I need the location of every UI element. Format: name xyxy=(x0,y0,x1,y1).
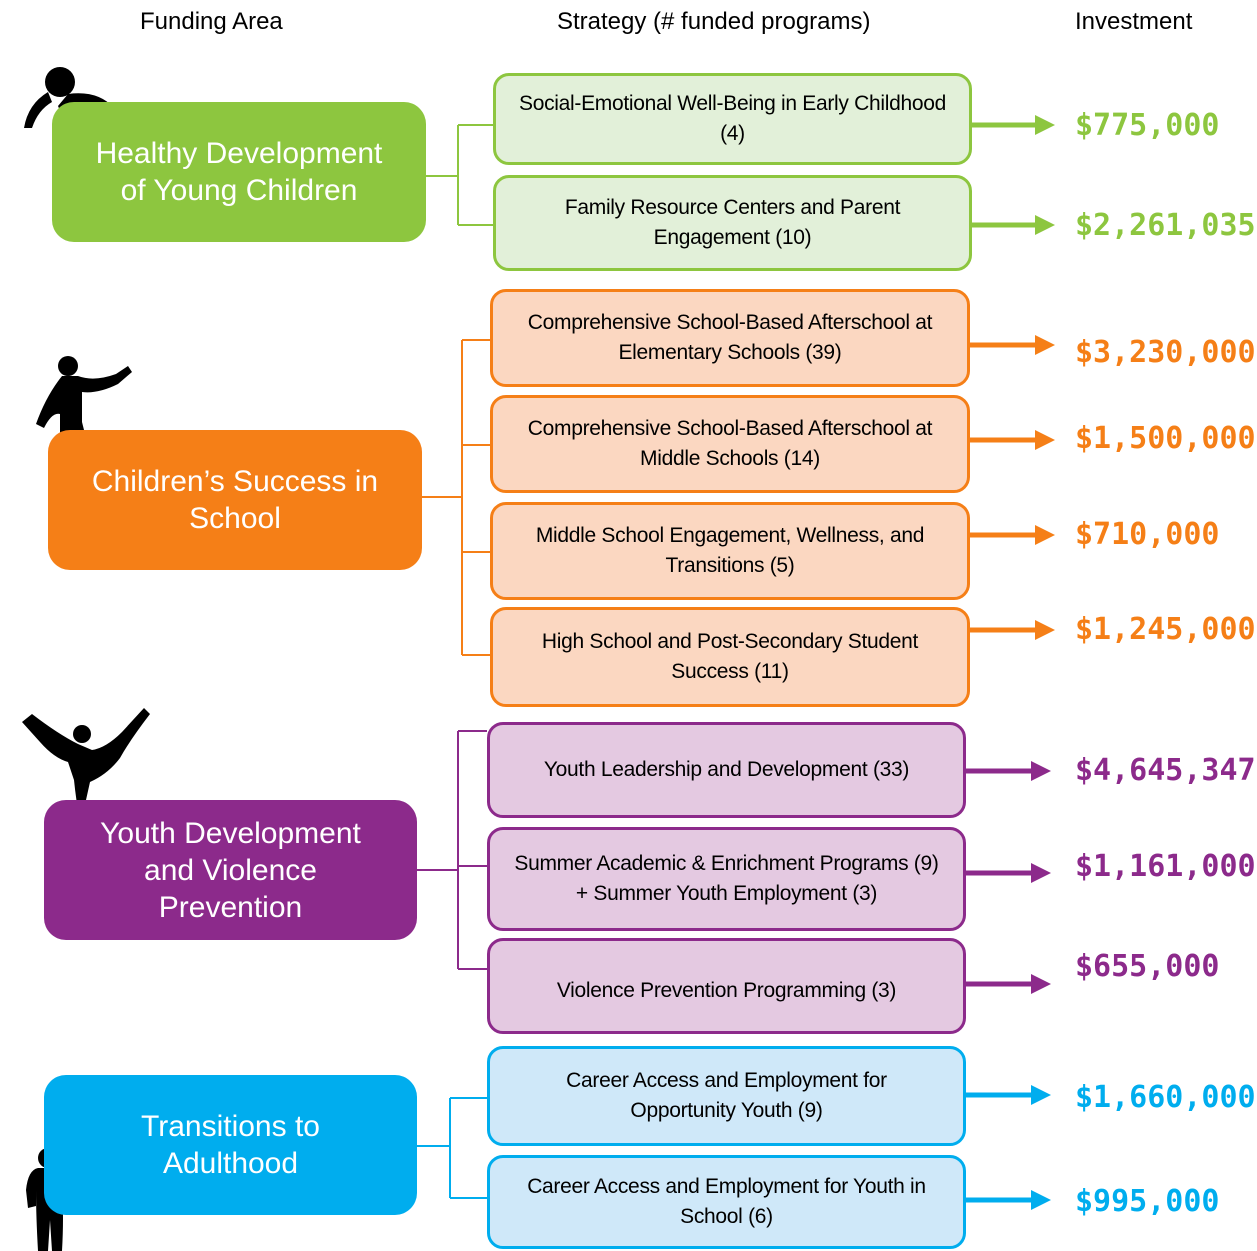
header-strategy: Strategy (# funded programs) xyxy=(557,8,871,35)
strategy-box: Career Access and Employment for Opportu… xyxy=(487,1046,966,1146)
strategy-box: Comprehensive School-Based Afterschool a… xyxy=(490,395,970,493)
connector-green xyxy=(426,124,493,226)
strategy-label: Family Resource Centers and Parent Engag… xyxy=(564,196,901,249)
connector-blue xyxy=(417,1097,487,1199)
area-label: Transitions to Adulthood xyxy=(141,1110,320,1180)
strategy-label: Summer Academic & Enrichment Programs (9… xyxy=(514,852,939,905)
investment-amount: $1,660,000 xyxy=(1075,1080,1256,1115)
strategy-label: Violence Prevention Programming (3) xyxy=(556,979,897,1002)
strategy-label: Comprehensive School-Based Afterschool a… xyxy=(527,311,933,364)
strategy-box: Social-Emotional Well-Being in Early Chi… xyxy=(493,73,972,165)
area-childrens-success: Children’s Success in School xyxy=(48,430,422,570)
strategy-label: Career Access and Employment for Opportu… xyxy=(566,1069,887,1122)
header-funding-area: Funding Area xyxy=(140,8,283,35)
investment-amount: $2,261,035 xyxy=(1075,208,1256,243)
strategy-label: Career Access and Employment for Youth i… xyxy=(527,1175,926,1228)
strategy-label: High School and Post-Secondary Student S… xyxy=(541,630,919,683)
strategy-box: Summer Academic & Enrichment Programs (9… xyxy=(487,827,966,931)
strategy-box: High School and Post-Secondary Student S… xyxy=(490,607,970,707)
investment-amount: $775,000 xyxy=(1075,108,1220,143)
strategy-box: Middle School Engagement, Wellness, and … xyxy=(490,502,970,600)
strategy-box: Comprehensive School-Based Afterschool a… xyxy=(490,289,970,387)
investment-amount: $995,000 xyxy=(1075,1184,1220,1219)
strategy-box: Youth Leadership and Development (33) xyxy=(487,722,966,818)
investment-amount: $710,000 xyxy=(1075,517,1220,552)
strategy-label: Youth Leadership and Development (33) xyxy=(543,758,910,781)
strategy-label: Comprehensive School-Based Afterschool a… xyxy=(527,417,933,470)
strategy-box: Violence Prevention Programming (3) xyxy=(487,938,966,1034)
investment-amount: $1,161,000 xyxy=(1075,849,1256,884)
investment-amount: $1,245,000 xyxy=(1075,612,1256,647)
strategy-box: Career Access and Employment for Youth i… xyxy=(487,1155,966,1249)
breakdancer-silhouette-icon xyxy=(22,708,150,828)
area-label: Children’s Success in School xyxy=(91,465,379,535)
investment-amount: $1,500,000 xyxy=(1075,421,1256,456)
area-youth-development: Youth Development and Violence Preventio… xyxy=(44,800,417,940)
area-healthy-development: Healthy Development of Young Children xyxy=(52,102,426,242)
connector-orange xyxy=(422,339,490,656)
strategy-label: Social-Emotional Well-Being in Early Chi… xyxy=(518,92,947,145)
area-label: Youth Development and Violence Preventio… xyxy=(100,816,361,924)
investment-amount: $3,230,000 xyxy=(1075,335,1256,370)
header-investment: Investment xyxy=(1075,8,1193,35)
area-label: Healthy Development of Young Children xyxy=(95,137,383,207)
area-transitions: Transitions to Adulthood xyxy=(44,1075,417,1215)
connector-purple xyxy=(417,730,487,970)
strategy-box: Family Resource Centers and Parent Engag… xyxy=(493,175,972,271)
strategy-label: Middle School Engagement, Wellness, and … xyxy=(535,524,925,577)
investment-amount: $4,645,347 xyxy=(1075,753,1256,788)
investment-amount: $655,000 xyxy=(1075,949,1220,984)
